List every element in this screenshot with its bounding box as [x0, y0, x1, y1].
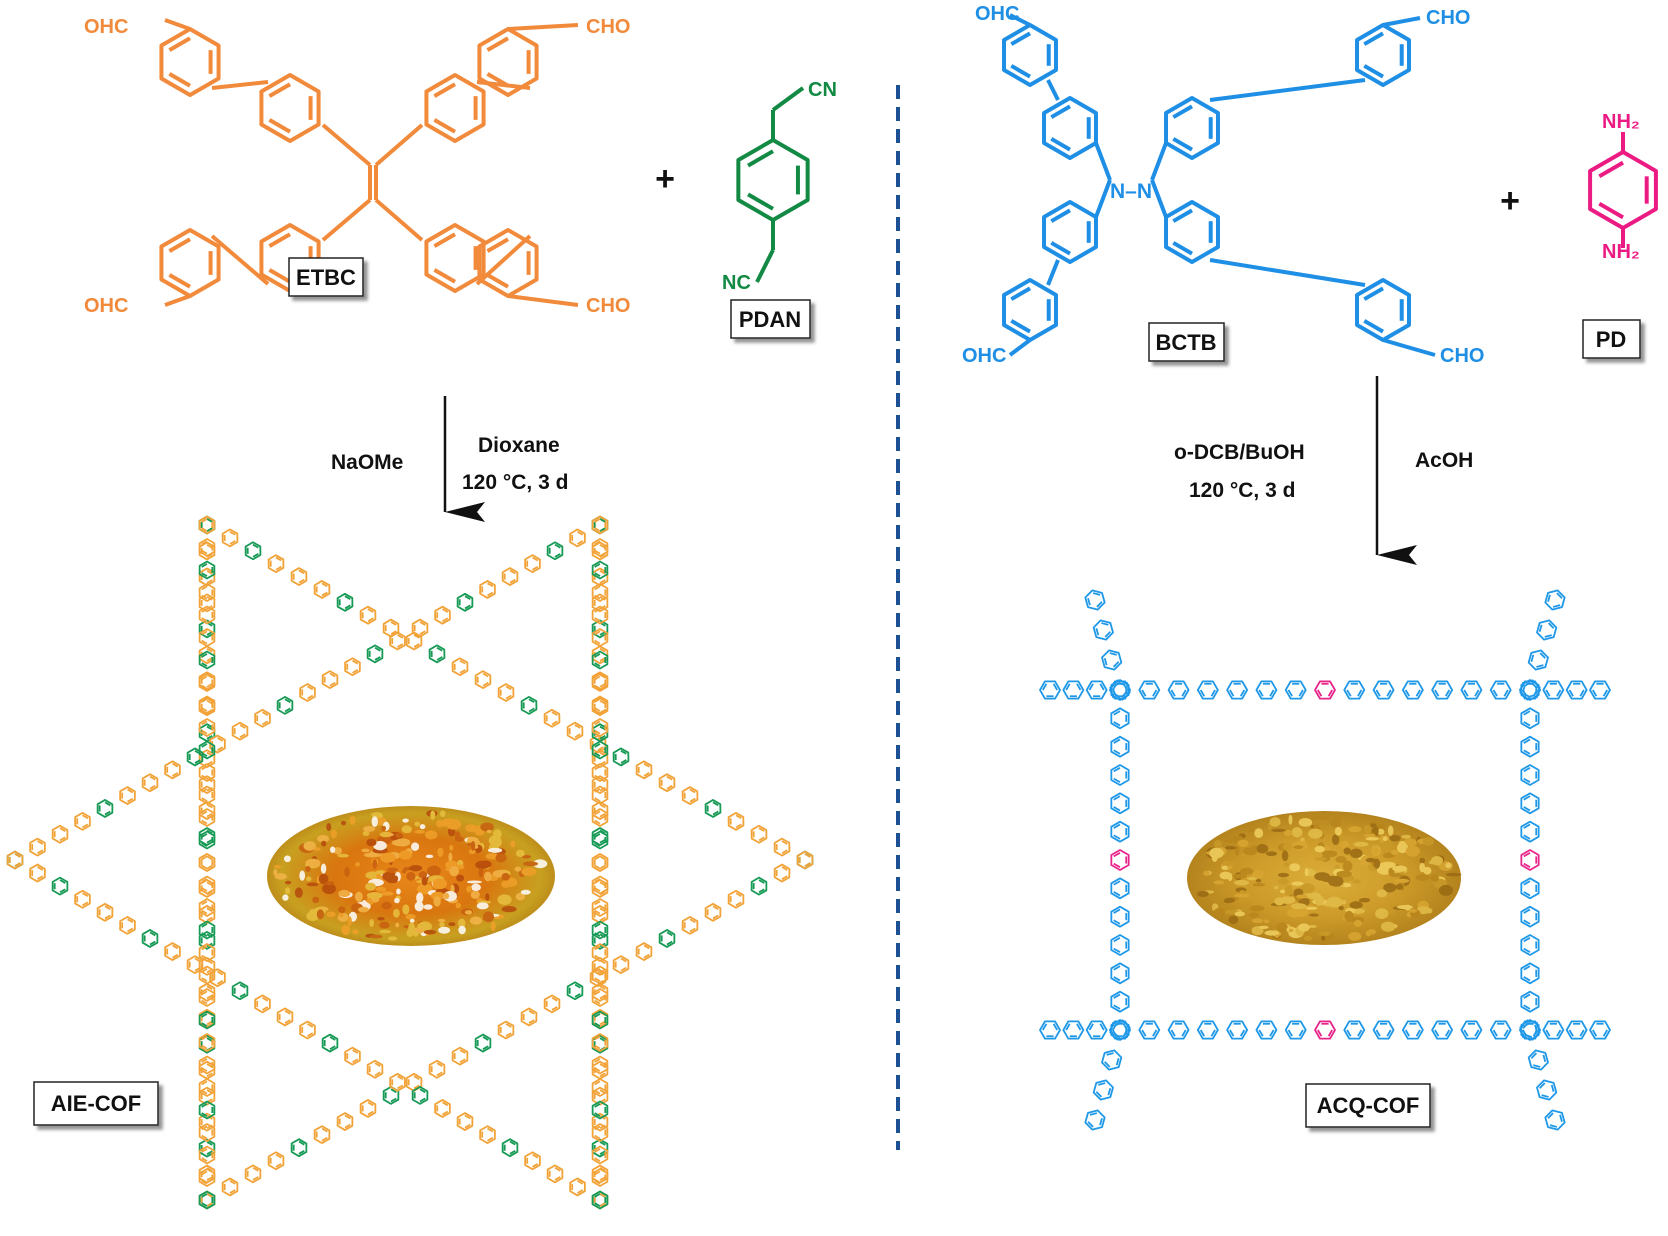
- pd-group-top: NH₂: [1602, 111, 1640, 133]
- condition-temp-left: 120 °C, 3 d: [462, 471, 568, 494]
- bctb-group-tl: OHC: [975, 3, 1019, 25]
- aie-cof-label: AIE-COF: [51, 1091, 141, 1116]
- acq-cof-framework: [1039, 589, 1611, 1131]
- plus-sign-left: +: [655, 160, 675, 198]
- pd-structure: [1588, 132, 1658, 248]
- condition-dioxane: Dioxane: [478, 434, 560, 457]
- acq-cof-label-box: ACQ-COF: [1305, 1083, 1431, 1128]
- bctb-group-tr: CHO: [1426, 7, 1470, 29]
- bctb-group-bl: OHC: [962, 345, 1006, 367]
- pdan-label: PDAN: [739, 307, 801, 332]
- pdan-structure: [736, 86, 810, 283]
- bctb-label: BCTB: [1155, 330, 1216, 355]
- aie-cof-framework: [6, 515, 814, 1210]
- bctb-group-br: CHO: [1440, 345, 1484, 367]
- etbc-group-tl: OHC: [84, 16, 128, 38]
- condition-acoh: AcOH: [1415, 449, 1473, 472]
- condition-solvent: o-DCB/BuOH: [1174, 441, 1305, 464]
- etbc-structure: [159, 18, 579, 307]
- plus-sign-right: +: [1500, 182, 1520, 220]
- pd-group-bottom: NH₂: [1602, 241, 1640, 263]
- pdan-group-top: CN: [808, 79, 837, 101]
- etbc-group-tr: CHO: [586, 16, 630, 38]
- condition-naome: NaOMe: [331, 451, 403, 474]
- pd-label: PD: [1596, 327, 1627, 352]
- bctb-nn-label: N–N: [1110, 180, 1152, 203]
- etbc-group-br: CHO: [586, 295, 630, 317]
- pd-label-box: PD: [1582, 319, 1641, 359]
- etbc-label: ETBC: [296, 265, 356, 290]
- condition-temp-right: 120 °C, 3 d: [1189, 479, 1295, 502]
- aie-cof-photo: [267, 806, 555, 946]
- etbc-label-box: ETBC: [288, 257, 364, 297]
- etbc-group-bl: OHC: [84, 295, 128, 317]
- pdan-label-box: PDAN: [730, 299, 811, 339]
- acq-cof-photo: [1187, 811, 1462, 945]
- bctb-structure: [1002, 13, 1436, 357]
- pdan-group-bottom: NC: [722, 272, 751, 294]
- acq-cof-label: ACQ-COF: [1317, 1093, 1420, 1118]
- bctb-label-box: BCTB: [1148, 322, 1225, 362]
- aie-cof-label-box: AIE-COF: [33, 1081, 159, 1126]
